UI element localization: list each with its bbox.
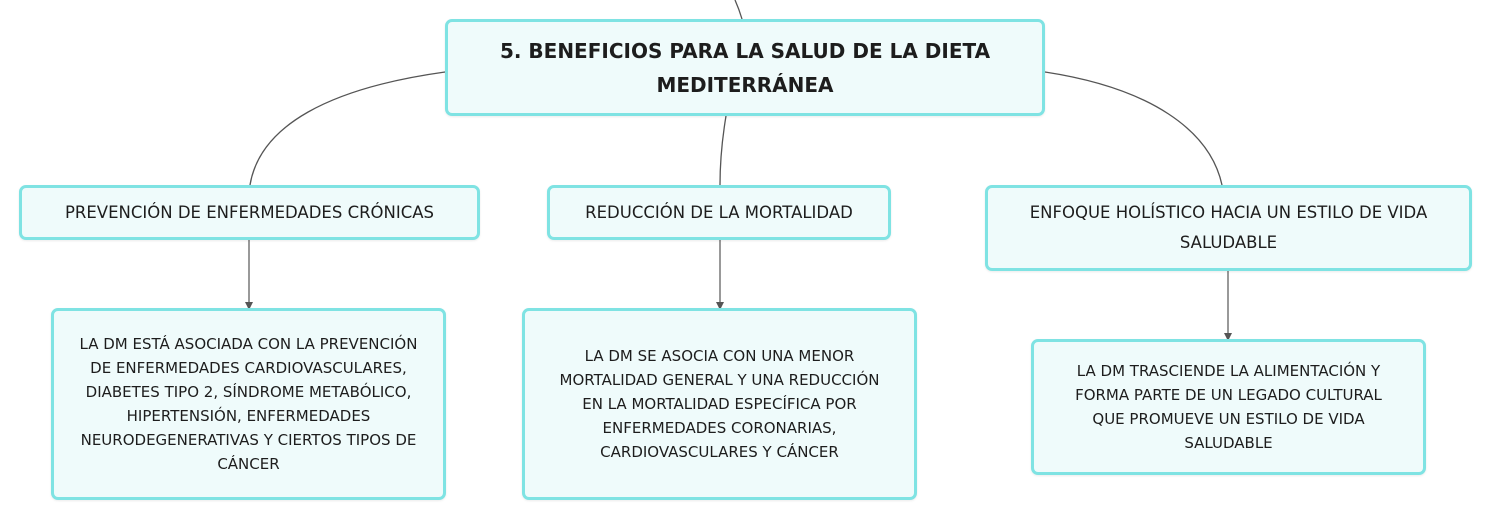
detail-line: NEURODEGENERATIVAS Y CIERTOS TIPOS DE (80, 431, 417, 449)
detail-line: DIABETES TIPO 2, SÍNDROME METABÓLICO, (85, 383, 412, 401)
root-topic[interactable]: 5. BENEFICIOS PARA LA SALUD DE LA DIETA … (445, 19, 1045, 116)
detail-holistico[interactable]: LA DM TRASCIENDE LA ALIMENTACIÓN Y FORMA… (1031, 339, 1426, 475)
root-topic-text: 5. BENEFICIOS PARA LA SALUD DE LA DIETA … (500, 34, 990, 102)
detail-line: SALUDABLE (1184, 434, 1273, 452)
detail-prevencion[interactable]: LA DM ESTÁ ASOCIADA CON LA PREVENCIÓN DE… (51, 308, 446, 500)
topic-reduccion-text: REDUCCIÓN DE LA MORTALIDAD (585, 198, 853, 228)
connector-root-to-prevencion (249, 71, 446, 186)
root-title-line-1: 5. BENEFICIOS PARA LA SALUD DE LA DIETA (499, 38, 991, 63)
detail-line: QUE PROMUEVE UN ESTILO DE VIDA (1092, 410, 1365, 428)
topic-line: PREVENCIÓN DE ENFERMEDADES CRÓNICAS (64, 202, 435, 222)
detail-line: LA DM TRASCIENDE LA ALIMENTACIÓN Y (1076, 362, 1381, 380)
topic-prevencion-enfermedades-cronicas[interactable]: PREVENCIÓN DE ENFERMEDADES CRÓNICAS (19, 185, 480, 240)
detail-mortalidad-text: LA DM SE ASOCIA CON UNA MENOR MORTALIDAD… (560, 344, 880, 464)
connector-root-to-holistico (1044, 71, 1223, 186)
root-title-line-2: MEDITERRÁNEA (656, 72, 834, 97)
detail-line: CÁNCER (217, 455, 280, 473)
connector-incoming (734, 0, 743, 20)
detail-prevencion-text: LA DM ESTÁ ASOCIADA CON LA PREVENCIÓN DE… (80, 332, 418, 476)
detail-line: DE ENFERMEDADES CARDIOVASCULARES, (90, 359, 407, 377)
detail-line: HIPERTENSIÓN, ENFERMEDADES (126, 407, 371, 425)
topic-prevencion-text: PREVENCIÓN DE ENFERMEDADES CRÓNICAS (65, 198, 434, 228)
topic-line: ENFOQUE HOLÍSTICO HACIA UN ESTILO DE VID… (1029, 203, 1428, 222)
detail-line: CARDIOVASCULARES Y CÁNCER (600, 443, 839, 461)
detail-line: MORTALIDAD GENERAL Y UNA REDUCCIÓN (559, 371, 880, 389)
detail-line: LA DM ESTÁ ASOCIADA CON LA PREVENCIÓN (79, 335, 418, 353)
detail-line: FORMA PARTE DE UN LEGADO CULTURAL (1075, 386, 1382, 404)
detail-holistico-text: LA DM TRASCIENDE LA ALIMENTACIÓN Y FORMA… (1075, 359, 1382, 455)
detail-line: LA DM SE ASOCIA CON UNA MENOR (584, 347, 855, 365)
connector-root-to-mortalidad (719, 115, 727, 186)
topic-enfoque-holistico[interactable]: ENFOQUE HOLÍSTICO HACIA UN ESTILO DE VID… (985, 185, 1472, 271)
topic-holistico-text: ENFOQUE HOLÍSTICO HACIA UN ESTILO DE VID… (1030, 198, 1428, 258)
detail-line: EN LA MORTALIDAD ESPECÍFICA POR (582, 395, 857, 413)
topic-reduccion-mortalidad[interactable]: REDUCCIÓN DE LA MORTALIDAD (547, 185, 891, 240)
topic-line: SALUDABLE (1179, 233, 1278, 252)
topic-line: REDUCCIÓN DE LA MORTALIDAD (585, 202, 853, 222)
detail-line: ENFERMEDADES CORONARIAS, (602, 419, 837, 437)
detail-mortalidad[interactable]: LA DM SE ASOCIA CON UNA MENOR MORTALIDAD… (522, 308, 917, 500)
